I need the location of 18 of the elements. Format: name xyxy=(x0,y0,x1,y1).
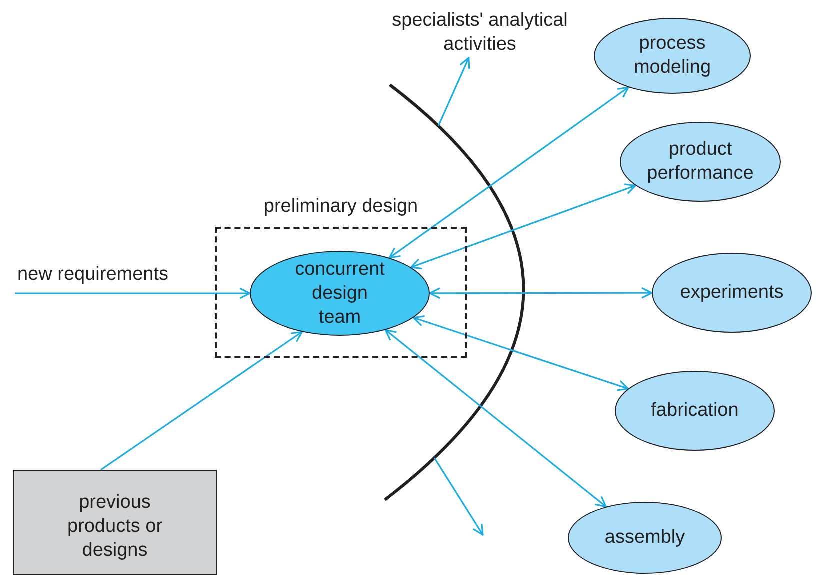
arrow xyxy=(100,331,303,471)
label-text: specialists' analytical activities xyxy=(391,9,569,57)
arrow xyxy=(384,329,607,508)
arrow xyxy=(412,316,630,392)
input-box: previous products or designs xyxy=(13,470,217,575)
group-heading: preliminary design xyxy=(262,195,420,219)
arrow xyxy=(438,57,470,126)
arrow xyxy=(429,287,653,300)
arrow xyxy=(15,288,251,300)
arrow xyxy=(388,86,630,259)
activity-ellipse: assembly xyxy=(568,502,722,574)
label-text: new requirements xyxy=(17,263,169,287)
team-ellipse: concurrent design team xyxy=(250,251,430,336)
arrow xyxy=(410,184,636,270)
activity-ellipse: process modeling xyxy=(594,18,751,94)
activity-ellipse: product performance xyxy=(620,122,781,202)
activity-ellipse: experiments xyxy=(652,253,812,333)
activity-ellipse: fabrication xyxy=(615,371,775,451)
